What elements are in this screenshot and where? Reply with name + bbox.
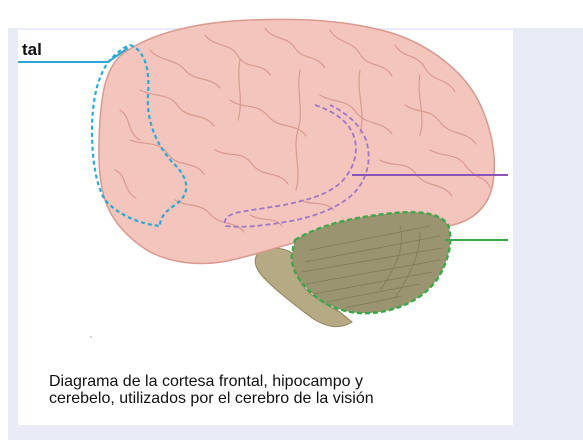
diagram-caption: Diagrama de la cortesa frontal, hipocamp… — [49, 373, 489, 407]
stray-mark — [90, 336, 92, 338]
caption-line-1: Diagrama de la cortesa frontal, hipocamp… — [49, 373, 489, 390]
caption-line-2: cerebelo, utilizados por el cerebro de l… — [49, 390, 489, 407]
frontal-label-partial: tal — [22, 40, 42, 60]
